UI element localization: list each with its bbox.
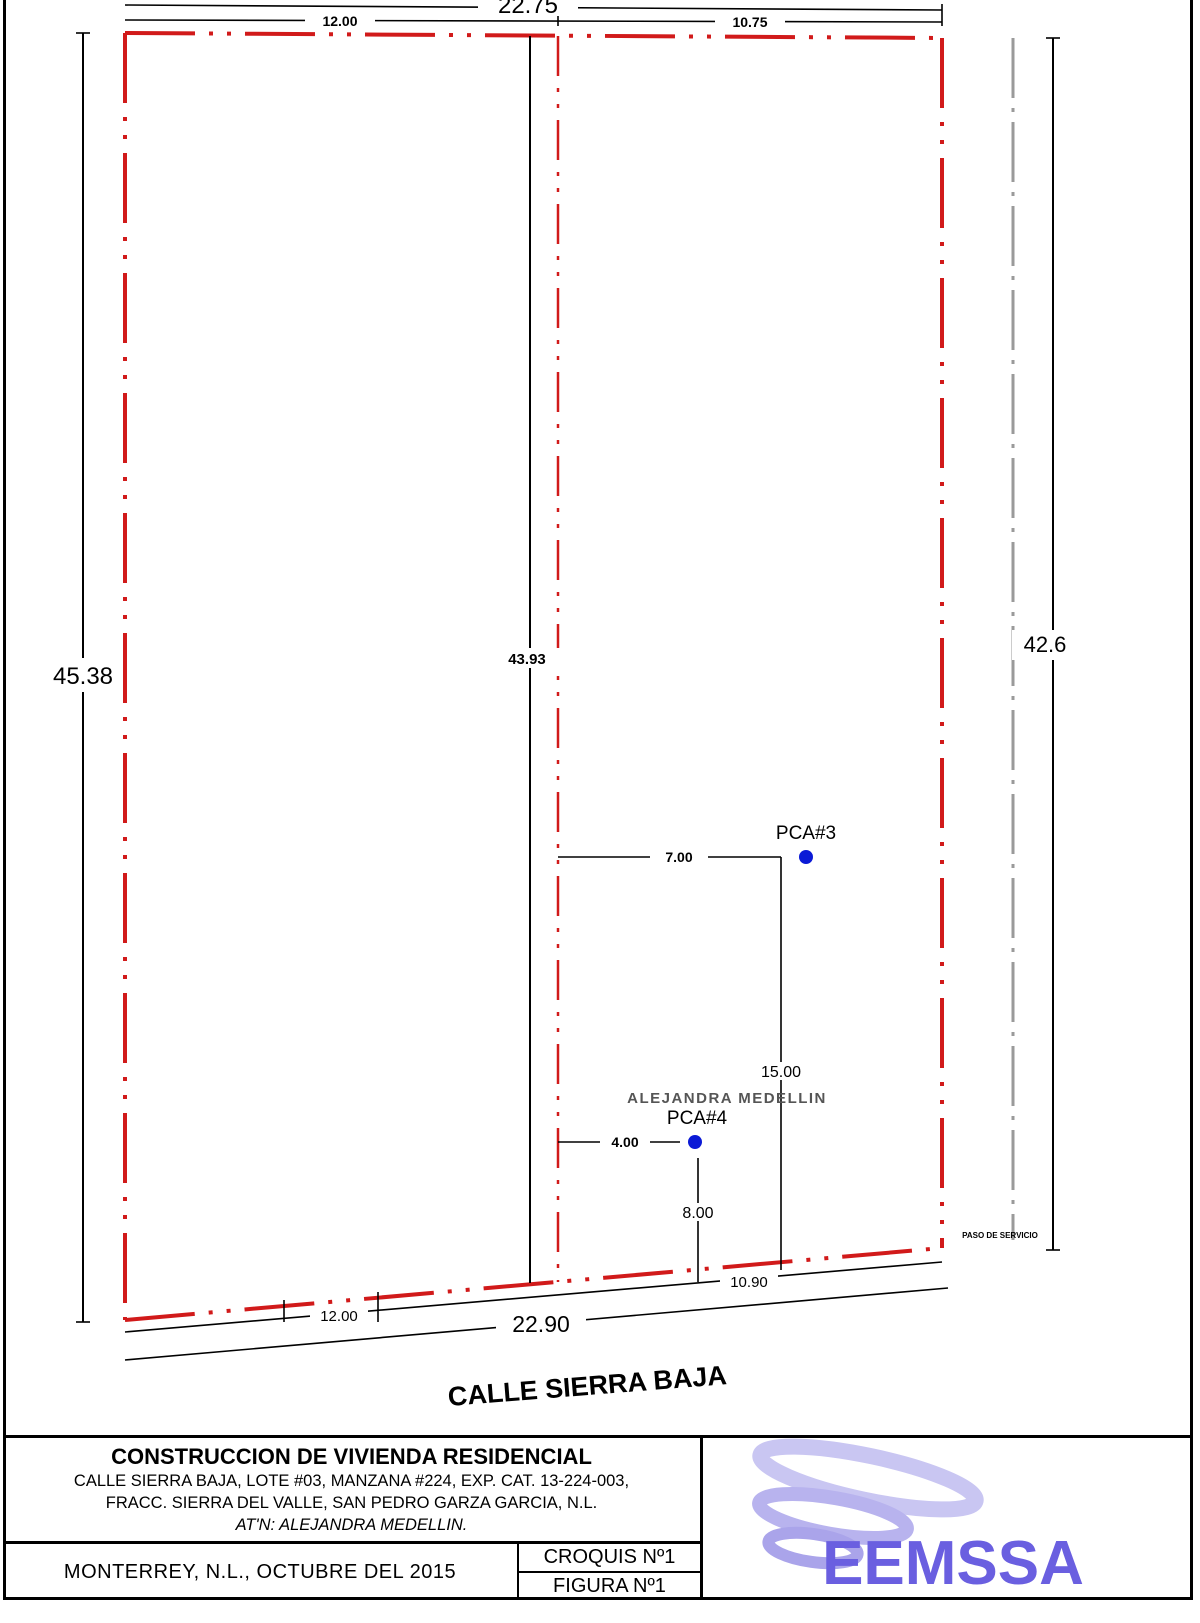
croquis-number: CROQUIS Nº1 (543, 1546, 676, 1568)
pca4-offset-y: 8.00 (682, 1205, 713, 1222)
pca4-offsets: 4.00 8.00 (558, 1134, 722, 1282)
top-dimensions: 22.75 12.00 10.75 (124, 0, 943, 30)
project-address-line-1: CALLE SIERRA BAJA, LOTE #03, MANZANA #22… (73, 1472, 630, 1490)
bottom-right-dimension: 10.90 (730, 1274, 768, 1291)
title-block-info: CONSTRUCCION DE VIVIENDA RESIDENCIAL CAL… (3, 1438, 703, 1600)
street-name: CALLE SIERRA BAJA (447, 1360, 728, 1412)
drawing-references: CROQUIS Nº1 FIGURA Nº1 (519, 1544, 700, 1600)
left-height-dimension: 45.38 (53, 663, 113, 690)
owner-label: ALEJANDRA MEDELLIN (627, 1090, 827, 1107)
pca3-marker (799, 850, 813, 864)
project-description: CONSTRUCCION DE VIVIENDA RESIDENCIAL CAL… (3, 1438, 700, 1541)
title-block-footer: MONTERREY, N.L., OCTUBRE DEL 2015 CROQUI… (3, 1541, 700, 1600)
city-date: MONTERREY, N.L., OCTUBRE DEL 2015 (3, 1544, 519, 1600)
top-right-dimension: 10.75 (732, 14, 767, 30)
property-boundary (123, 31, 944, 1322)
pca4-offset-x: 4.00 (611, 1134, 638, 1150)
logo-graphic: EEMSSA (752, 1438, 1084, 1598)
service-path-note: PASO DE SERVICIO (962, 1231, 1038, 1240)
pca4-marker (688, 1135, 702, 1149)
drawing-frame (3, 0, 1193, 1600)
left-height-dimension-group: 45.38 (40, 32, 122, 1323)
pca3-label: PCA#3 (776, 823, 836, 844)
top-left-dimension: 12.00 (322, 13, 357, 29)
pca3-offsets: 7.00 15.00 (558, 849, 810, 1270)
project-attention: AT'N: ALEJANDRA MEDELLIN. (235, 1516, 468, 1534)
top-total-dimension: 22.75 (498, 0, 558, 19)
bottom-left-dimension: 12.00 (320, 1308, 358, 1325)
right-height-dimension: 42.6 (1024, 632, 1067, 657)
boundary-top (124, 31, 943, 40)
center-height-dimension: 43.93 (508, 651, 546, 668)
pca4-label: PCA#4 (667, 1108, 728, 1129)
bottom-total-dimension: 22.90 (512, 1311, 570, 1337)
logo-text: EEMSSA (822, 1529, 1084, 1598)
project-address-line-2: FRACC. SIERRA DEL VALLE, SAN PEDRO GARZA… (105, 1494, 598, 1512)
site-plan-drawing: .red { stroke: #d11a1a; stroke-width: 4;… (40, 0, 1082, 1412)
figura-number: FIGURA Nº1 (519, 1571, 700, 1600)
bottom-dimensions: 12.00 10.90 22.90 (124, 1261, 949, 1361)
title-block: CONSTRUCCION DE VIVIENDA RESIDENCIAL CAL… (3, 1435, 1193, 1600)
pca3-point: PCA#3 (776, 823, 836, 864)
company-logo: EEMSSA (703, 1438, 1190, 1600)
pca3-offset-y: 15.00 (761, 1064, 801, 1081)
project-title: CONSTRUCCION DE VIVIENDA RESIDENCIAL (111, 1444, 592, 1469)
pca4-point: PCA#4 (667, 1108, 728, 1149)
pca3-offset-x: 7.00 (665, 849, 692, 865)
boundary-bottom (124, 1246, 943, 1322)
right-height-dimension-group: 42.6 (1012, 37, 1082, 1251)
